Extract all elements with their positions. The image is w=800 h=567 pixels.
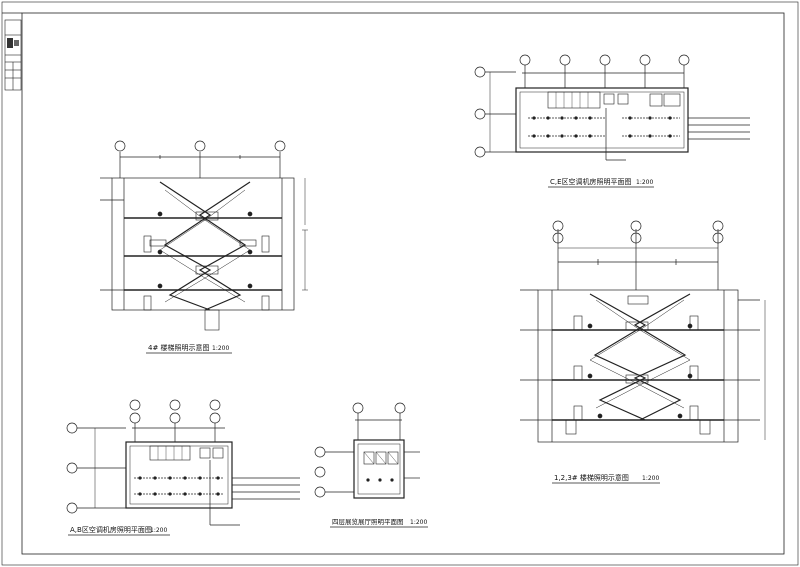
title-block-strip xyxy=(4,19,22,91)
ce-room-scale: 1:200 xyxy=(636,179,653,186)
ab-room-scale: 1:200 xyxy=(150,527,167,534)
ce-room-plan xyxy=(474,54,750,161)
ab-room-plan xyxy=(66,399,300,526)
ce-room-title: C,E区空调机房照明平面图 xyxy=(550,177,632,186)
exhibit-room-scale: 1:200 xyxy=(410,519,427,526)
stair123-title: 1,2,3# 楼梯照明示意图 xyxy=(554,473,629,482)
stair123-elevation xyxy=(520,220,766,443)
stair4-elevation xyxy=(100,140,308,331)
exhibit-room-title: 四层展览展厅照明平面图 xyxy=(332,517,404,526)
ab-room-title: A,B区空调机房照明平面图 xyxy=(70,525,152,534)
stair4-scale: 1:200 xyxy=(212,345,229,352)
exhibit-room-lights xyxy=(366,478,394,482)
stair123-scale: 1:200 xyxy=(642,475,659,482)
ce-room-lights xyxy=(532,116,672,138)
ab-room-lights xyxy=(138,476,220,496)
exhibit-room-plan xyxy=(314,402,420,499)
stair4-title: 4# 楼梯照明示意图 xyxy=(148,343,210,352)
